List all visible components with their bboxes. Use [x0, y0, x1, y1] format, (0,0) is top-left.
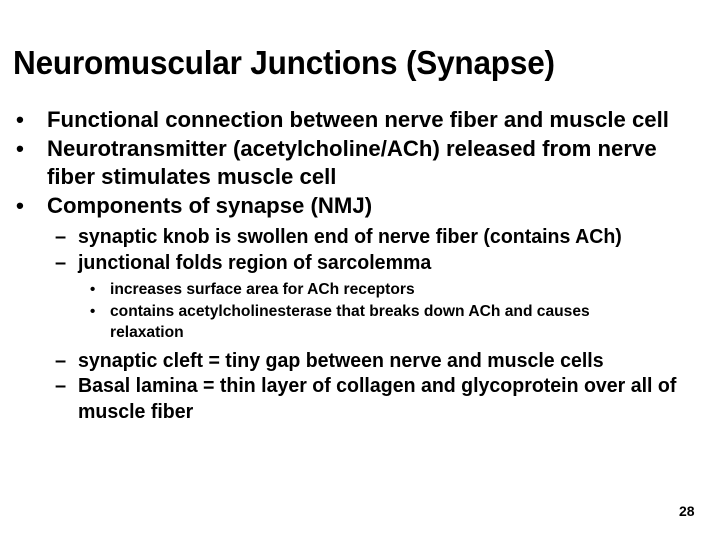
bullet-item: • Neurotransmitter (acetylcholine/ACh) r…: [0, 135, 720, 192]
bullet-text: junctional folds region of sarcolemma: [78, 251, 432, 274]
bullet-marker-icon: •: [90, 302, 96, 320]
bullet-item: – synaptic knob is swollen end of nerve …: [0, 225, 720, 250]
bullet-marker-icon: •: [16, 107, 24, 132]
bullet-marker-icon: –: [55, 375, 67, 398]
slide-number: 28: [679, 503, 695, 519]
bullet-item: • Functional connection between nerve fi…: [0, 106, 720, 135]
bullet-marker-icon: •: [90, 281, 96, 299]
bullet-item: • contains acetylcholinesterase that bre…: [0, 301, 720, 344]
bullet-text: synaptic cleft = tiny gap between nerve …: [78, 349, 604, 372]
bullet-item: • increases surface area for ACh recepto…: [0, 279, 720, 301]
slide-body-content: • Functional connection between nerve fi…: [0, 106, 720, 425]
bullet-text: increases surface area for ACh receptors: [110, 281, 415, 299]
bullet-item: – junctional folds region of sarcolemma: [0, 251, 720, 276]
bullet-text: contains acetylcholinesterase that break…: [110, 302, 590, 342]
bullet-text: Basal lamina = thin layer of collagen an…: [78, 375, 677, 423]
bullet-text: Neurotransmitter (acetylcholine/ACh) rel…: [47, 135, 657, 190]
slide-title: Neuromuscular Junctions (Synapse): [13, 44, 555, 82]
bullet-marker-icon: –: [55, 251, 67, 274]
bullet-item: – Basal lamina = thin layer of collagen …: [0, 374, 720, 425]
bullet-marker-icon: •: [16, 135, 24, 161]
bullet-item: – synaptic cleft = tiny gap between nerv…: [0, 349, 720, 374]
bullet-text: Components of synapse (NMJ): [47, 192, 373, 218]
bullet-marker-icon: •: [16, 192, 24, 218]
bullet-text: synaptic knob is swollen end of nerve fi…: [78, 226, 622, 249]
bullet-text: Functional connection between nerve fibe…: [47, 107, 669, 132]
bullet-marker-icon: –: [55, 349, 67, 372]
bullet-marker-icon: –: [55, 226, 67, 249]
bullet-item: • Components of synapse (NMJ): [0, 192, 720, 221]
